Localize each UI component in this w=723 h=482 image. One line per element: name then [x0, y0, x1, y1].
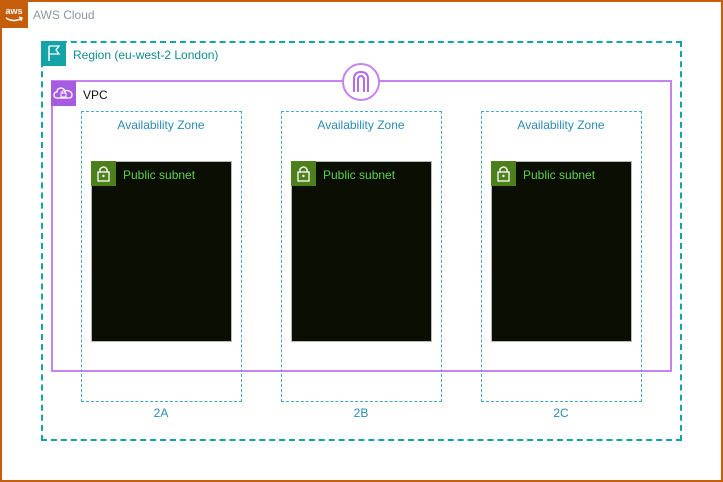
public-subnet-label: Public subnet: [123, 168, 196, 182]
public-subnet-2c: [491, 161, 632, 342]
availability-zone-2a: [81, 111, 242, 402]
internet-gateway-icon: [342, 63, 380, 101]
availability-zone-2c: [481, 111, 642, 402]
availability-zone-label: Availability Zone: [517, 118, 605, 132]
availability-zone-code: 2A: [153, 406, 169, 420]
region-label: Region (eu-west-2 London): [73, 48, 219, 62]
vpc-label: VPC: [83, 88, 108, 102]
public-subnet-2b: [291, 161, 432, 342]
availability-zone-code: 2B: [353, 406, 369, 420]
public-subnet-label: Public subnet: [323, 168, 396, 182]
availability-zone-code: 2C: [553, 406, 569, 420]
availability-zone-label: Availability Zone: [317, 118, 405, 132]
vpc-cloud-icon: [51, 81, 76, 106]
padlock-icon: [291, 161, 316, 186]
availability-zone-2b: [281, 111, 442, 402]
public-subnet-label: Public subnet: [523, 168, 596, 182]
availability-zone-label: Availability Zone: [117, 118, 205, 132]
region-group: [41, 41, 682, 441]
svg-text:aws: aws: [5, 6, 22, 16]
public-subnet-2a: [91, 161, 232, 342]
aws-logo-icon: aws: [0, 0, 28, 28]
aws-cloud-label: AWS Cloud: [33, 8, 95, 22]
padlock-icon: [491, 161, 516, 186]
region-flag-icon: [41, 41, 66, 66]
padlock-icon: [91, 161, 116, 186]
